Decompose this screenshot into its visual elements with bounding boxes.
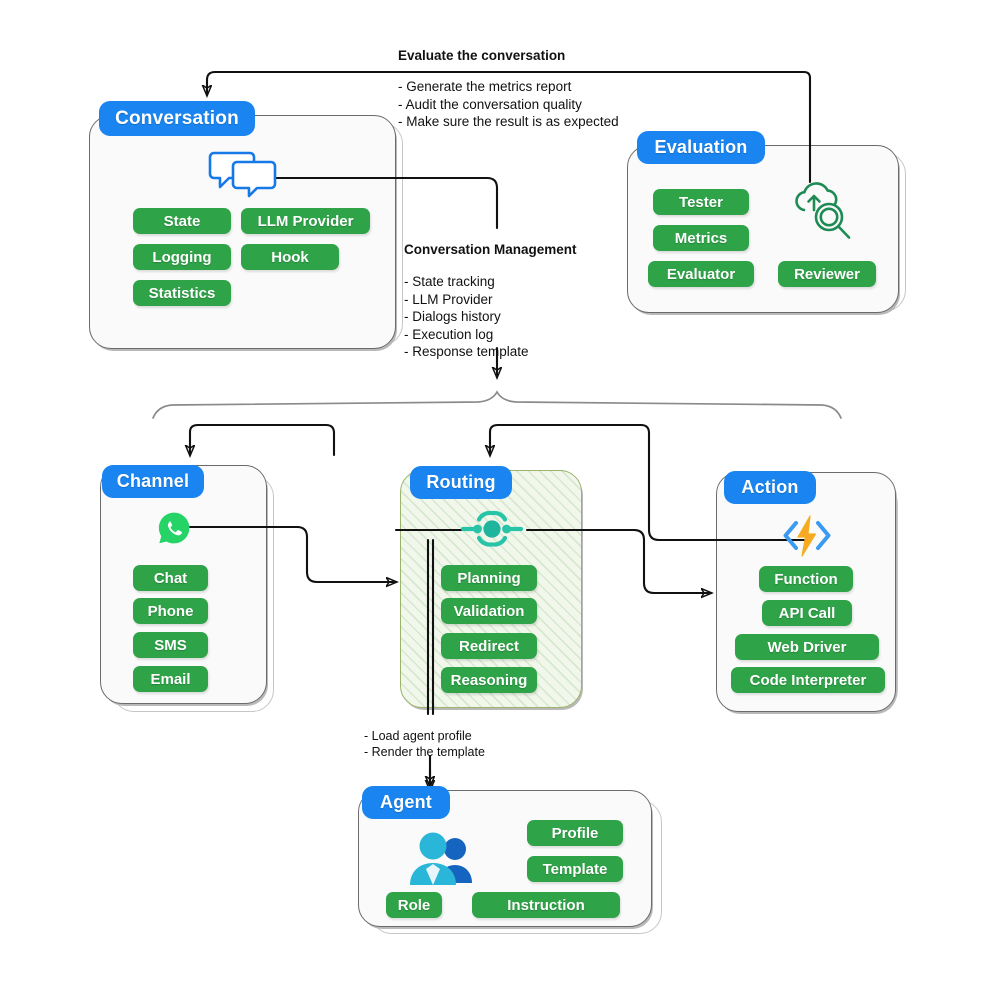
pill-state[interactable]: State (133, 208, 231, 234)
annotation-evaluate-item: - Generate the metrics report (398, 79, 572, 94)
pill-hook[interactable]: Hook (241, 244, 339, 270)
annotation-evaluate-item: - Make sure the result is as expected (398, 114, 619, 129)
annotation-cm-item: - LLM Provider (404, 291, 493, 307)
annotation-evaluate-item: - Audit the conversation quality (398, 96, 582, 112)
conversation-title-tab[interactable]: Conversation (99, 101, 255, 136)
pill-reviewer[interactable]: Reviewer (778, 261, 876, 287)
pill-function[interactable]: Function (759, 566, 853, 592)
pill-role[interactable]: Role (386, 892, 442, 918)
code-lightning-icon (782, 513, 832, 559)
whatsapp-icon (157, 511, 191, 545)
channel-title-tab[interactable]: Channel (102, 465, 204, 498)
pill-evaluator[interactable]: Evaluator (648, 261, 754, 287)
annotation-evaluate: Evaluate the conversation - Generate the… (398, 47, 619, 131)
pill-code-interpreter[interactable]: Code Interpreter (731, 667, 885, 693)
pill-metrics[interactable]: Metrics (653, 225, 749, 251)
annotation-agent-flow-item: - Load agent profile (364, 729, 472, 743)
routing-title-tab[interactable]: Routing (410, 466, 512, 499)
annotation-cm-item: - State tracking (404, 274, 495, 289)
pill-reasoning[interactable]: Reasoning (441, 667, 537, 693)
pill-profile[interactable]: Profile (527, 820, 623, 846)
pill-sms[interactable]: SMS (133, 632, 208, 658)
action-title-tab[interactable]: Action (724, 471, 816, 504)
annotation-cm-item: - Response template (404, 344, 529, 359)
pill-instruction[interactable]: Instruction (472, 892, 620, 918)
pill-redirect[interactable]: Redirect (441, 633, 537, 659)
pill-phone[interactable]: Phone (133, 598, 208, 624)
pill-validation[interactable]: Validation (441, 598, 537, 624)
pill-statistics[interactable]: Statistics (133, 280, 231, 306)
pill-template[interactable]: Template (527, 856, 623, 882)
routing-node-icon (458, 503, 526, 555)
annotation-conversation-management-heading: Conversation Management (404, 242, 577, 257)
pill-web-driver[interactable]: Web Driver (735, 634, 879, 660)
pill-llm-provider[interactable]: LLM Provider (241, 208, 370, 234)
annotation-cm-item: - Execution log (404, 326, 494, 342)
evaluation-title-tab[interactable]: Evaluation (637, 131, 765, 164)
cloud-search-icon (792, 180, 856, 242)
two-people-icon (408, 831, 480, 889)
annotation-cm-item: - Dialogs history (404, 309, 501, 324)
pill-chat[interactable]: Chat (133, 565, 208, 591)
pill-api-call[interactable]: API Call (762, 600, 852, 626)
pill-logging[interactable]: Logging (133, 244, 231, 270)
pill-planning[interactable]: Planning (441, 565, 537, 591)
pill-email[interactable]: Email (133, 666, 208, 692)
agent-title-tab[interactable]: Agent (362, 786, 450, 819)
annotation-conversation-management: Conversation Management - State tracking… (404, 241, 577, 361)
annotation-agent-flow: - Load agent profile - Render the templa… (364, 728, 485, 760)
speech-bubbles-icon (208, 148, 278, 198)
annotation-agent-flow-item: - Render the template (364, 745, 485, 759)
annotation-evaluate-heading: Evaluate the conversation (398, 48, 566, 63)
pill-tester[interactable]: Tester (653, 189, 749, 215)
